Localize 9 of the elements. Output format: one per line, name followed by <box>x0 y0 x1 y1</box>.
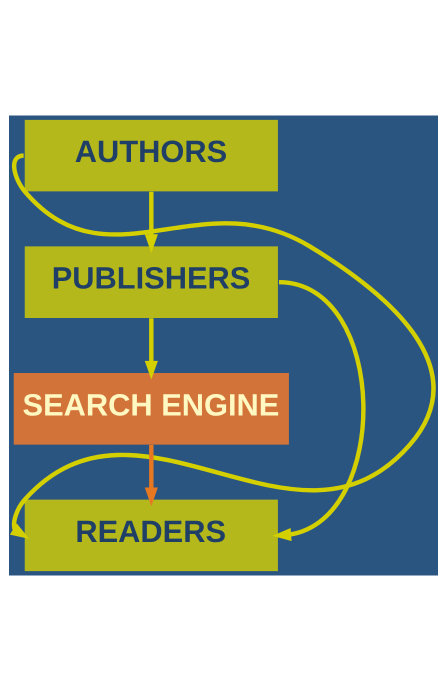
arrow <box>272 280 365 541</box>
arrow <box>9 153 436 538</box>
node-box: SEARCH ENGINE <box>13 372 288 444</box>
arrow <box>144 318 158 380</box>
node-box: PUBLISHERS <box>24 246 278 318</box>
node-box: READERS <box>24 499 278 571</box>
arrow <box>144 191 158 253</box>
node-box: AUTHORS <box>24 119 278 191</box>
arrow <box>144 444 158 506</box>
